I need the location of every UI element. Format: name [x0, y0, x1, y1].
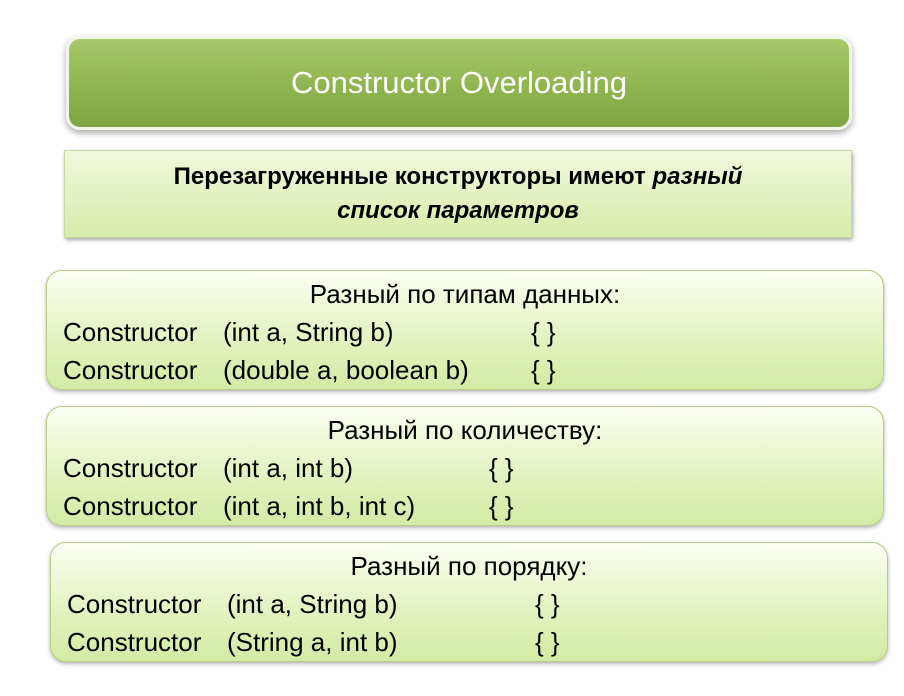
panel-different-order: Разный по порядку: Constructor (int a, S…: [50, 542, 888, 662]
constructor-body: { }: [489, 453, 514, 483]
panel-heading: Разный по типам данных:: [309, 279, 621, 309]
panel-heading: Разный по порядку:: [350, 551, 588, 581]
subtitle-line-1: Перезагруженные конструкторы имеют разны…: [174, 160, 743, 194]
subtitle-box: Перезагруженные конструкторы имеют разны…: [64, 150, 852, 238]
constructor-params: (String a, int b): [227, 627, 398, 657]
constructor-params: (int a, int b, int c): [223, 491, 416, 521]
panel-different-types: Разный по типам данных: Constructor (int…: [46, 270, 884, 390]
constructor-body: { }: [489, 491, 514, 521]
panel-heading: Разный по количеству:: [327, 415, 603, 445]
constructor-body: { }: [531, 355, 556, 385]
subtitle-bold-text: Перезагруженные конструкторы имеют: [173, 163, 653, 190]
constructor-params: (int a, int b): [223, 453, 354, 483]
constructor-row: Constructor (int a, String b) { }: [63, 317, 556, 348]
constructor-body: { }: [535, 627, 560, 657]
constructor-body: { }: [531, 317, 556, 347]
constructor-params: (double a, boolean b): [223, 355, 469, 385]
constructor-row: Constructor (int a, int b) { }: [63, 453, 514, 484]
constructor-row: Constructor (String a, int b) { }: [67, 627, 560, 658]
constructor-params: (int a, String b): [227, 589, 398, 619]
constructor-name: Constructor: [63, 355, 198, 385]
constructor-name: Constructor: [63, 491, 198, 521]
constructor-row: Constructor (int a, int b, int c) { }: [63, 491, 514, 522]
subtitle-line-2: список параметров: [337, 194, 579, 228]
constructor-name: Constructor: [67, 627, 202, 657]
constructor-row: Constructor (double a, boolean b) { }: [63, 355, 556, 386]
constructor-params: (int a, String b): [223, 317, 394, 347]
constructor-row: Constructor (int a, String b) { }: [67, 589, 560, 620]
subtitle-italic-text-1: разный: [652, 163, 743, 190]
constructor-name: Constructor: [67, 589, 202, 619]
panel-different-count: Разный по количеству: Constructor (int a…: [46, 406, 884, 526]
subtitle-italic-text-2: список параметров: [337, 197, 579, 224]
slide-title-banner: Constructor Overloading: [66, 36, 852, 130]
slide-title: Constructor Overloading: [291, 65, 627, 100]
constructor-name: Constructor: [63, 317, 198, 347]
constructor-name: Constructor: [63, 453, 198, 483]
constructor-body: { }: [535, 589, 560, 619]
